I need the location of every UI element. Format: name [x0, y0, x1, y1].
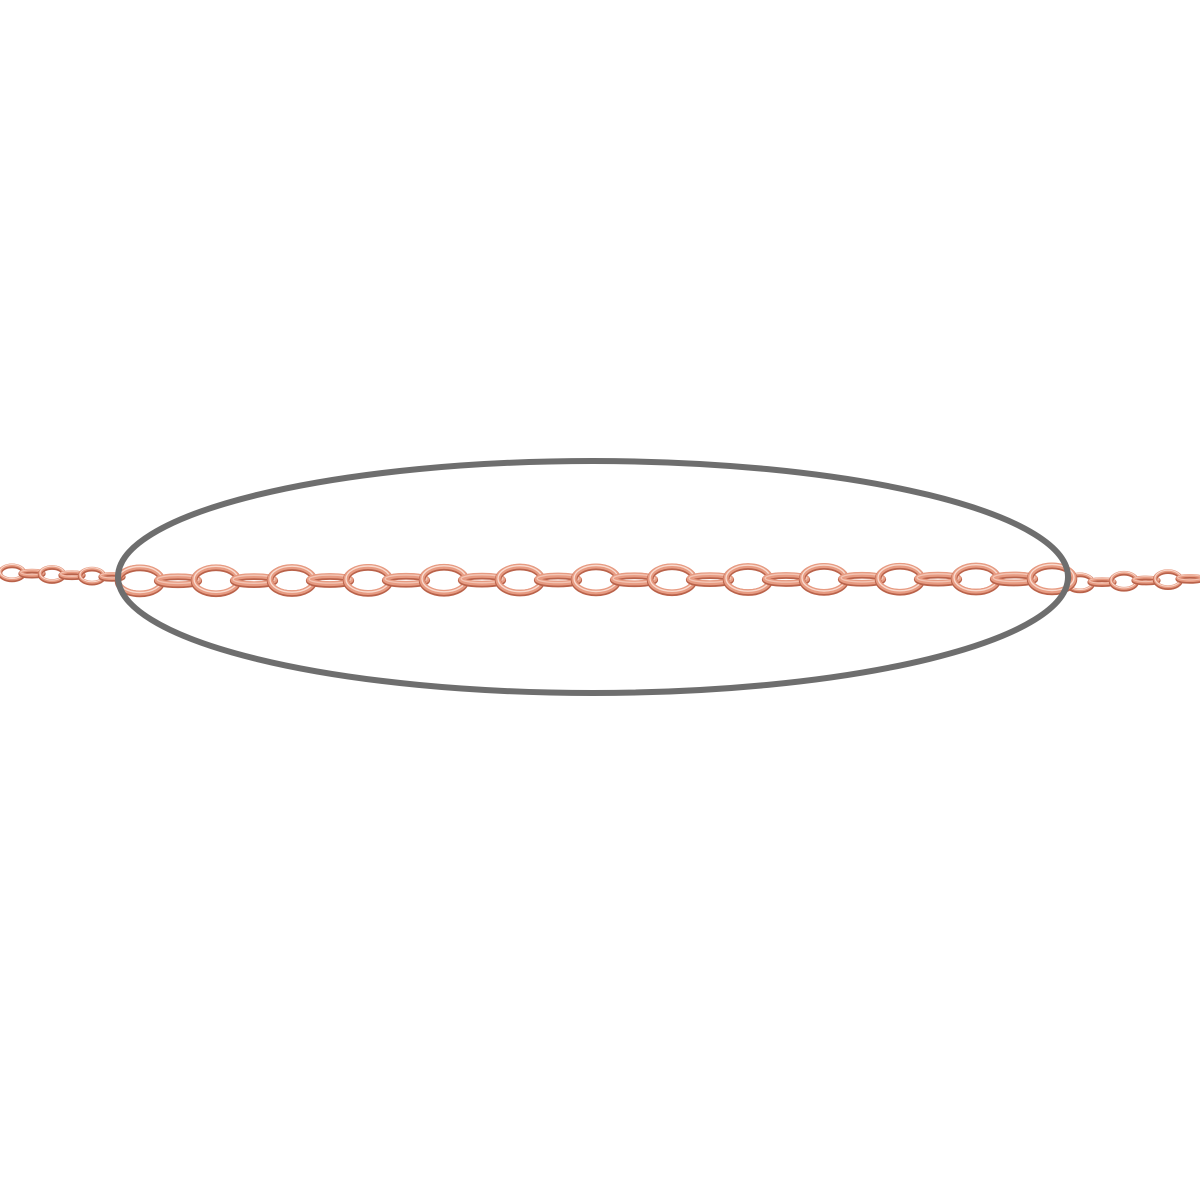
chain-link: [153, 573, 203, 589]
chain-link: [98, 572, 126, 582]
chain-link: [457, 572, 507, 588]
chain-link: [1175, 574, 1200, 584]
chain-link: [1087, 577, 1117, 587]
chain-segment-left: [0, 563, 126, 586]
chain-link: [229, 573, 279, 588]
chain-link: [609, 572, 659, 588]
chain-link: [761, 572, 811, 587]
chain-link: [58, 570, 86, 581]
chain-link: [305, 573, 355, 588]
chain-link: [533, 572, 583, 588]
chain-link: [989, 571, 1039, 587]
chain-link: [1131, 575, 1161, 586]
chain-link: [837, 571, 887, 587]
chain-link: [685, 572, 735, 587]
chain-link: [381, 572, 431, 588]
highlight-ellipse: [115, 458, 1071, 696]
chain-link: [1026, 562, 1078, 596]
chain-link: [913, 571, 963, 587]
chain-segment-highlighted: [114, 562, 1078, 598]
